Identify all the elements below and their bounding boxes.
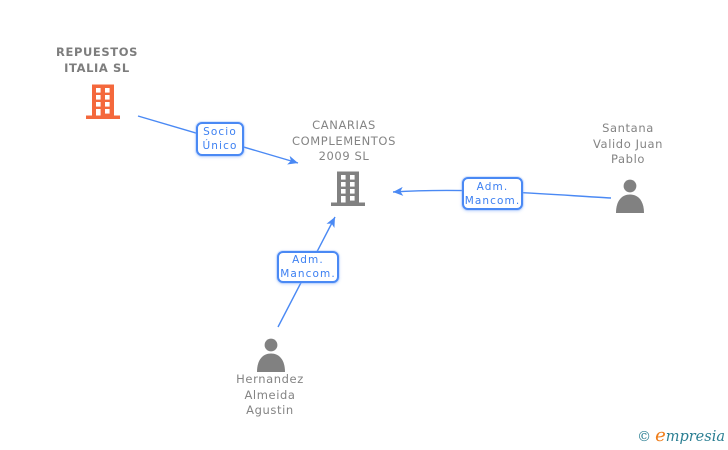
node-label-line: REPUESTOS — [56, 45, 138, 59]
node-label-line: COMPLEMENTOS — [292, 133, 396, 148]
node-label-line: ITALIA SL — [64, 61, 130, 75]
node-label-line: CANARIAS — [312, 118, 376, 132]
edge-label-line: Mancom. — [280, 268, 336, 280]
empresia-brand-rest: mpresia — [665, 429, 725, 445]
edge-label-adm-mancom-right[interactable]: Adm. Mancom. — [462, 177, 523, 210]
empresia-logo[interactable]: ©empresia — [637, 425, 725, 446]
edge-label-socio-unico[interactable]: Socio Único — [196, 122, 244, 156]
empresia-brand-first-letter: e — [655, 425, 666, 446]
edge-label-line: Mancom. — [464, 194, 521, 207]
edge-label-line: Único — [202, 140, 238, 152]
edge-label-line: Adm. — [292, 254, 324, 266]
node-label-line: Hernandez — [236, 372, 304, 386]
node-label-line: Santana — [602, 121, 654, 135]
edge-label-adm-mancom-bottom[interactable]: Adm. Mancom. — [277, 251, 339, 283]
edge-label-line: Socio — [203, 126, 237, 138]
node-label-line: 2009 SL — [318, 149, 370, 163]
node-label-repuestos-italia[interactable]: REPUESTOS ITALIA SL — [17, 44, 177, 76]
node-label-line: Valido Juan — [592, 136, 664, 151]
node-label-line: Almeida — [244, 387, 296, 402]
person-icon[interactable] — [614, 179, 646, 213]
node-label-santana-valido[interactable]: Santana Valido Juan Pablo — [568, 121, 688, 168]
node-label-line: Pablo — [611, 152, 645, 166]
node-label-line: Agustin — [246, 403, 294, 417]
node-label-hernandez-almeida[interactable]: Hernandez Almeida Agustin — [210, 372, 330, 419]
edge-label-line: Adm. — [476, 180, 509, 193]
person-icon[interactable] — [255, 338, 287, 372]
copyright-symbol: © — [637, 429, 652, 445]
building-icon[interactable] — [331, 171, 365, 207]
node-label-canarias-complementos[interactable]: CANARIAS COMPLEMENTOS 2009 SL — [274, 118, 414, 165]
building-icon[interactable] — [86, 84, 120, 120]
